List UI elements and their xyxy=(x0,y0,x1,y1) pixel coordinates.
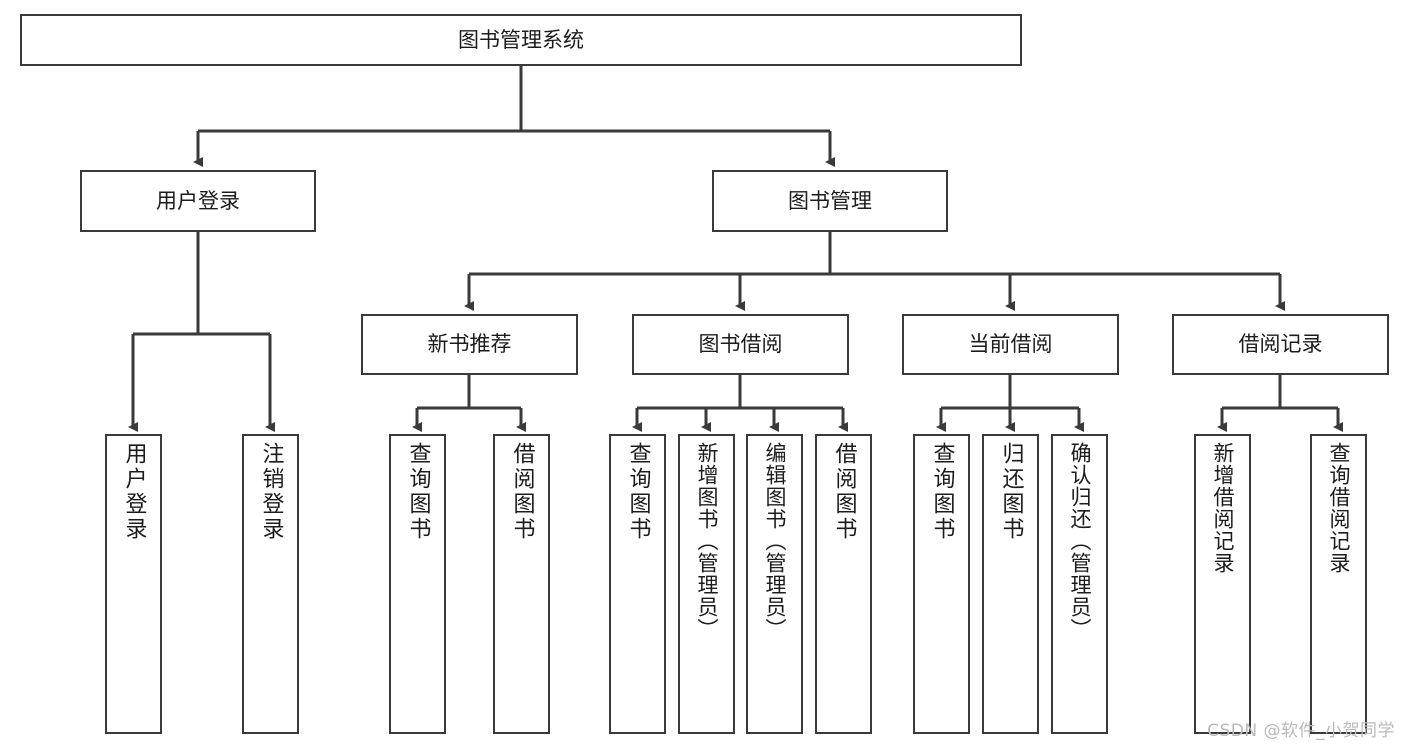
leaf-nb-borrow-book-label: 借阅图书 xyxy=(509,442,535,542)
leaf-user-login[interactable]: 用户登录 xyxy=(105,434,162,734)
leaf-bb-edit-book-admin-label: 编辑图书（管理员） xyxy=(763,442,787,640)
leaf-bb-borrow-book-label: 借阅图书 xyxy=(831,442,857,542)
node-root-label: 图书管理系统 xyxy=(458,27,584,52)
leaf-br-add-record-label: 新增借阅记录 xyxy=(1211,442,1235,574)
leaf-cb-return-book[interactable]: 归还图书 xyxy=(982,434,1039,734)
leaf-br-query-record[interactable]: 查询借阅记录 xyxy=(1310,434,1367,734)
leaf-user-login-label: 用户登录 xyxy=(121,442,147,542)
leaf-cb-query-book[interactable]: 查询图书 xyxy=(913,434,970,734)
node-new-book-recommend-label: 新书推荐 xyxy=(427,332,512,357)
leaf-logout-label: 注销登录 xyxy=(258,442,284,542)
leaf-bb-add-book-admin-label: 新增图书（管理员） xyxy=(695,442,719,640)
node-book-borrow-label: 图书借阅 xyxy=(698,332,783,357)
leaf-nb-query-book[interactable]: 查询图书 xyxy=(389,434,446,734)
leaf-logout[interactable]: 注销登录 xyxy=(242,434,299,734)
node-current-borrow[interactable]: 当前借阅 xyxy=(902,314,1119,375)
node-root[interactable]: 图书管理系统 xyxy=(20,14,1022,66)
node-book-manage-label: 图书管理 xyxy=(788,188,872,213)
leaf-cb-query-book-label: 查询图书 xyxy=(929,442,955,542)
leaf-bb-add-book-admin[interactable]: 新增图书（管理员） xyxy=(678,434,735,734)
leaf-nb-borrow-book[interactable]: 借阅图书 xyxy=(493,434,550,734)
node-book-borrow[interactable]: 图书借阅 xyxy=(632,314,849,375)
node-current-borrow-label: 当前借阅 xyxy=(968,332,1053,357)
leaf-nb-query-book-label: 查询图书 xyxy=(405,442,431,542)
leaf-bb-query-book-label: 查询图书 xyxy=(625,442,651,542)
leaf-cb-return-book-label: 归还图书 xyxy=(998,442,1024,542)
leaf-bb-borrow-book[interactable]: 借阅图书 xyxy=(815,434,872,734)
node-borrow-record-label: 借阅记录 xyxy=(1238,332,1323,357)
node-book-manage[interactable]: 图书管理 xyxy=(712,170,948,232)
leaf-br-add-record[interactable]: 新增借阅记录 xyxy=(1194,434,1251,734)
leaf-cb-confirm-return-admin[interactable]: 确认归还（管理员） xyxy=(1051,434,1108,734)
leaf-br-query-record-label: 查询借阅记录 xyxy=(1327,442,1351,574)
node-new-book-recommend[interactable]: 新书推荐 xyxy=(361,314,578,375)
leaf-cb-confirm-return-admin-label: 确认归还（管理员） xyxy=(1068,442,1092,640)
leaf-bb-query-book[interactable]: 查询图书 xyxy=(609,434,666,734)
node-user-login-label: 用户登录 xyxy=(156,188,240,213)
node-user-login[interactable]: 用户登录 xyxy=(80,170,316,232)
node-borrow-record[interactable]: 借阅记录 xyxy=(1172,314,1389,375)
leaf-bb-edit-book-admin[interactable]: 编辑图书（管理员） xyxy=(746,434,803,734)
